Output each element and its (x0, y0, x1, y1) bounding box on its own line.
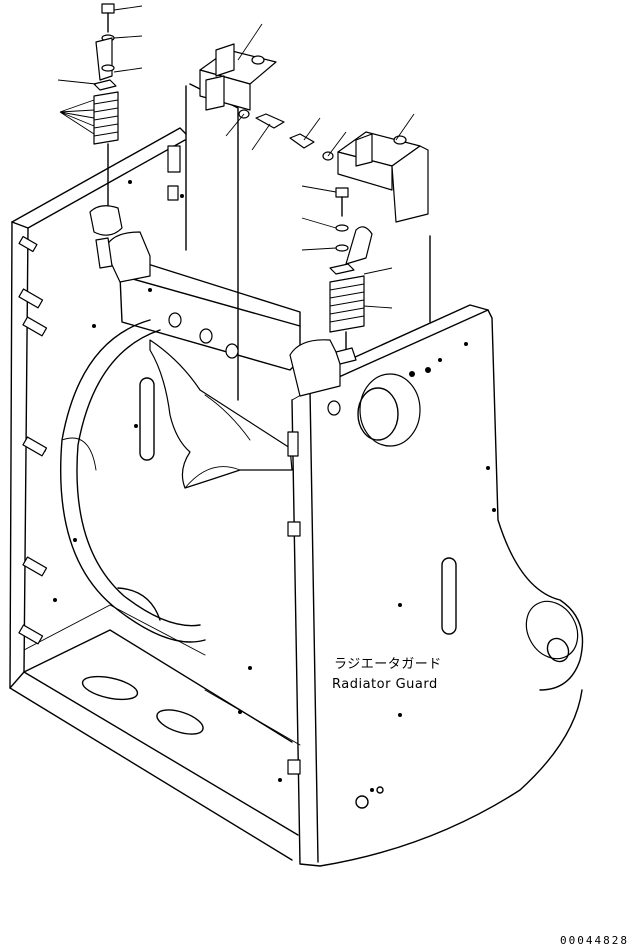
right-hardware-stack (329, 187, 373, 365)
wall-clips (18, 145, 301, 775)
slots-and-holes (42, 180, 579, 809)
label-japanese: ラジエータガード (334, 657, 442, 672)
loose-hardware (238, 109, 334, 161)
left-hardware-stack (89, 3, 123, 269)
right-upper-bracket (337, 131, 429, 223)
drawing-number: 00044828 (560, 934, 629, 947)
callout-leaders (57, 5, 415, 309)
mounting-bosses (168, 312, 341, 416)
guard-body (9, 83, 584, 867)
label-english: Radiator Guard (332, 677, 438, 692)
diagonal-strut (149, 339, 293, 489)
part-label: ラジエータガード Radiator Guard (332, 657, 442, 692)
top-center-bracket (199, 43, 277, 111)
fan-shroud-ring (59, 319, 206, 643)
cross-beam (104, 231, 341, 397)
